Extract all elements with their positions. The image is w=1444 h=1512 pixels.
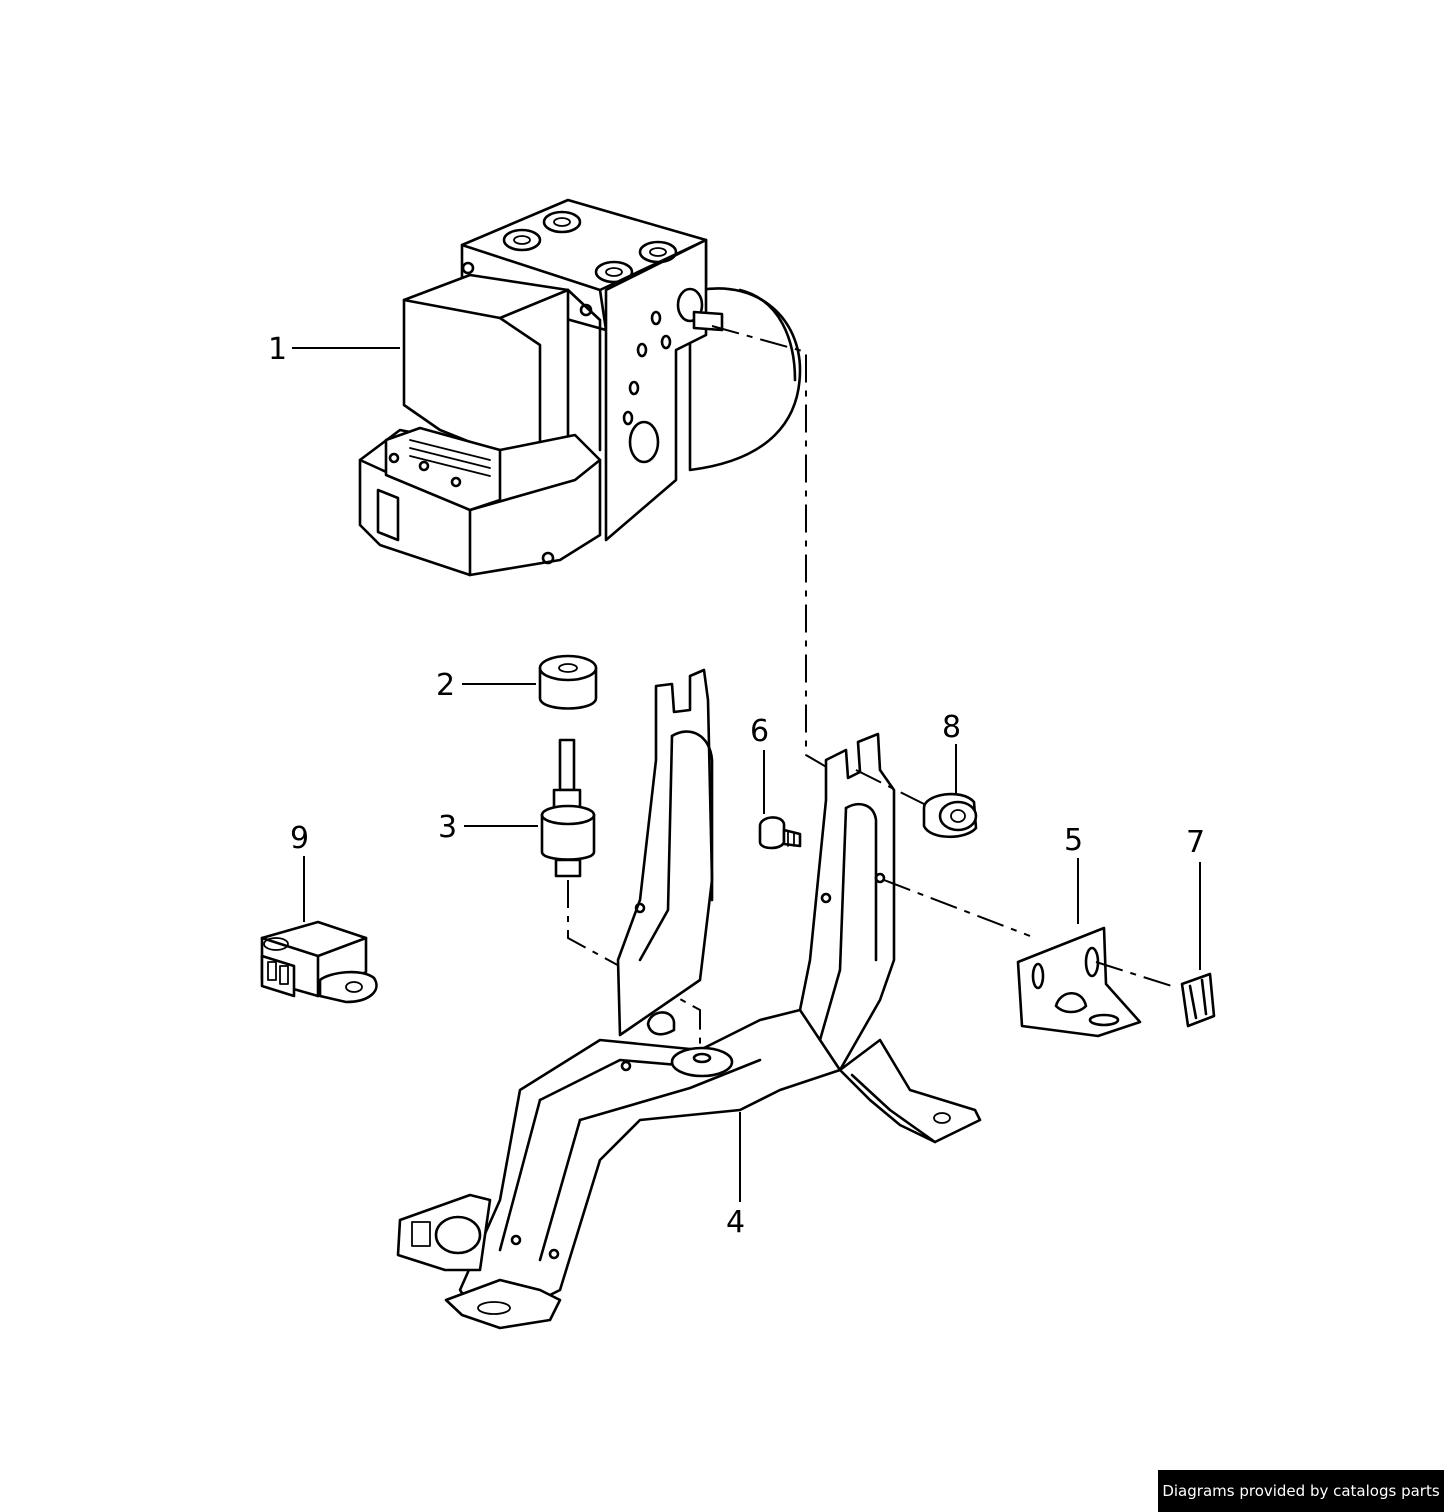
- callout-1: 1: [268, 332, 287, 367]
- callout-2: 2: [436, 668, 455, 703]
- part-9-sensor-connector[interactable]: 9: [260, 821, 378, 1004]
- assembly-line-8: [855, 769, 929, 807]
- part-5-holder-plate[interactable]: 5: [1016, 823, 1142, 1038]
- callout-4: 4: [726, 1205, 745, 1240]
- credit-banner: Diagrams provided by catalogs parts: [1158, 1470, 1444, 1512]
- assembly-line-7: [1095, 961, 1179, 989]
- callout-7: 7: [1186, 825, 1205, 860]
- part-4-bracket[interactable]: 4: [396, 668, 982, 1330]
- assembly-line-1: [711, 325, 841, 776]
- part-8-nut[interactable]: 8: [922, 710, 978, 839]
- part-2-rubber-buffer[interactable]: 2: [436, 654, 598, 710]
- callout-8: 8: [942, 710, 961, 745]
- assembly-line-5: [883, 879, 1031, 937]
- part-3-rubber-mount[interactable]: 3: [438, 738, 596, 878]
- part-7-clip[interactable]: 7: [1180, 825, 1216, 1028]
- part-6-bolt[interactable]: 6: [750, 714, 802, 850]
- callout-9: 9: [290, 821, 309, 856]
- callout-6: 6: [750, 714, 769, 749]
- callout-3: 3: [438, 810, 457, 845]
- part-1-hydraulic-unit[interactable]: 1: [268, 198, 802, 577]
- callout-5: 5: [1064, 823, 1083, 858]
